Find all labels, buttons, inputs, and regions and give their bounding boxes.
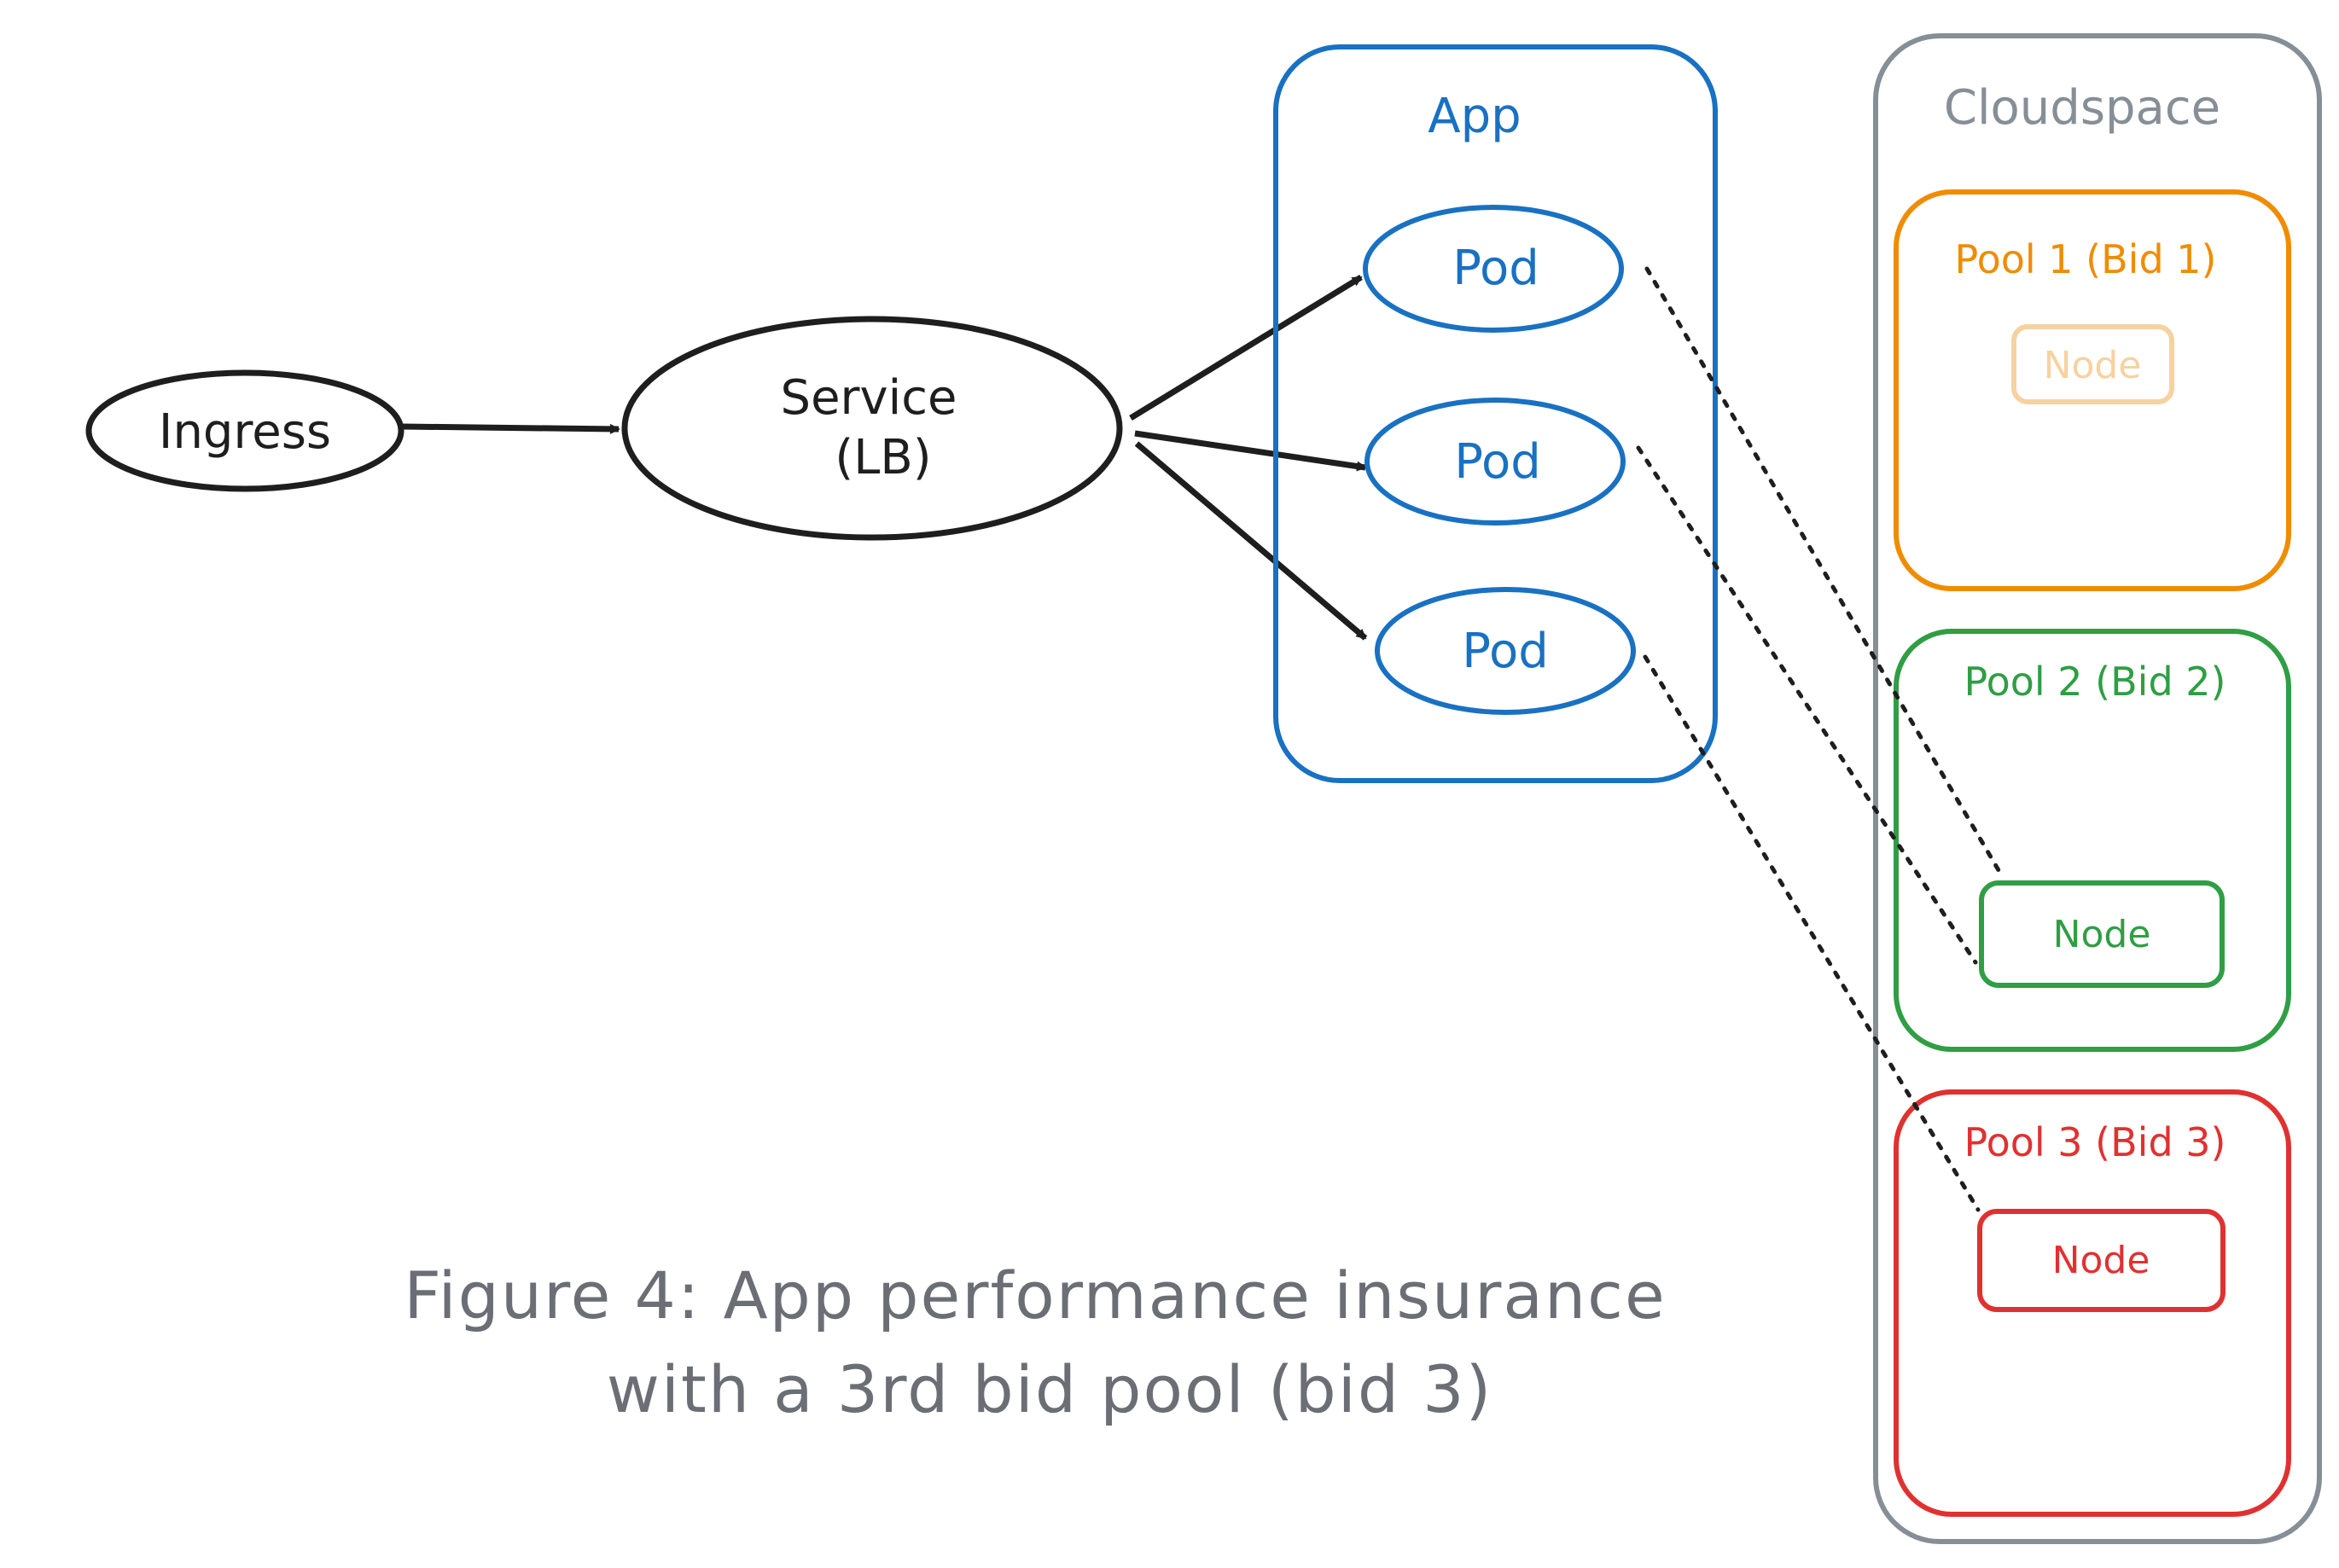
pod-1: Pod — [1363, 205, 1624, 333]
pool-1-node-label: Node — [2044, 344, 2142, 387]
pool-2-node-box — [1979, 880, 2225, 988]
pod-2-label: Pod — [1454, 434, 1541, 490]
pool-2-label: Pool 2 (Bid 2) — [1964, 659, 2226, 705]
service-node: Service (LB) — [621, 316, 1123, 541]
service-sublabel: (LB) — [835, 430, 931, 485]
dotted-pod2-to-pool2-node — [1636, 445, 1978, 965]
ingress-node: Ingress — [85, 369, 404, 492]
pool-3-label: Pool 3 (Bid 3) — [1964, 1119, 2226, 1165]
connectors — [402, 275, 1368, 641]
pod-node-assignments — [1636, 266, 2001, 1212]
arrow-service-pod2 — [1134, 430, 1367, 472]
arrow-service-pod1 — [1129, 275, 1363, 421]
caption-line-2: with a 3rd bid pool (bid 3) — [607, 1351, 1492, 1427]
pool-3-node-label: Node — [2052, 1239, 2150, 1282]
pool-3: Pool 3 (Bid 3) Node — [1894, 1089, 2291, 1517]
arrow-ingress-service — [402, 423, 620, 434]
service-label: Service — [781, 370, 957, 426]
dotted-pod3-to-pool3-node — [1643, 654, 1981, 1212]
cloudspace-container: Cloudspace Pool 1 (Bid 1) Node Pool 2 (B… — [1873, 33, 2322, 1544]
pod-1-label: Pod — [1452, 241, 1539, 296]
pod-3-label: Pod — [1462, 624, 1549, 679]
pool-1-label: Pool 1 (Bid 1) — [1955, 236, 2217, 282]
dotted-pod1-to-pool2-node — [1644, 266, 2001, 873]
pod-3: Pod — [1375, 587, 1636, 715]
pool-2: Pool 2 (Bid 2) Node — [1894, 629, 2291, 1052]
caption-line-1: Figure 4: App performance insurance — [404, 1257, 1666, 1333]
ingress-label: Ingress — [159, 404, 331, 460]
cloudspace-title: Cloudspace — [1944, 80, 2220, 136]
app-container: App Pod Pod Pod — [1273, 44, 1718, 783]
pool-2-node-label: Node — [2053, 913, 2151, 956]
figure-caption: Figure 4: App performance insurance with… — [404, 1257, 1666, 1427]
pod-2: Pod — [1364, 398, 1626, 526]
pool-1-node-box — [2011, 324, 2174, 404]
pool-3-node-box — [1977, 1209, 2226, 1312]
app-title: App — [1428, 89, 1521, 144]
arrow-service-pod3 — [1134, 441, 1368, 641]
pool-1: Pool 1 (Bid 1) Node — [1894, 189, 2291, 591]
